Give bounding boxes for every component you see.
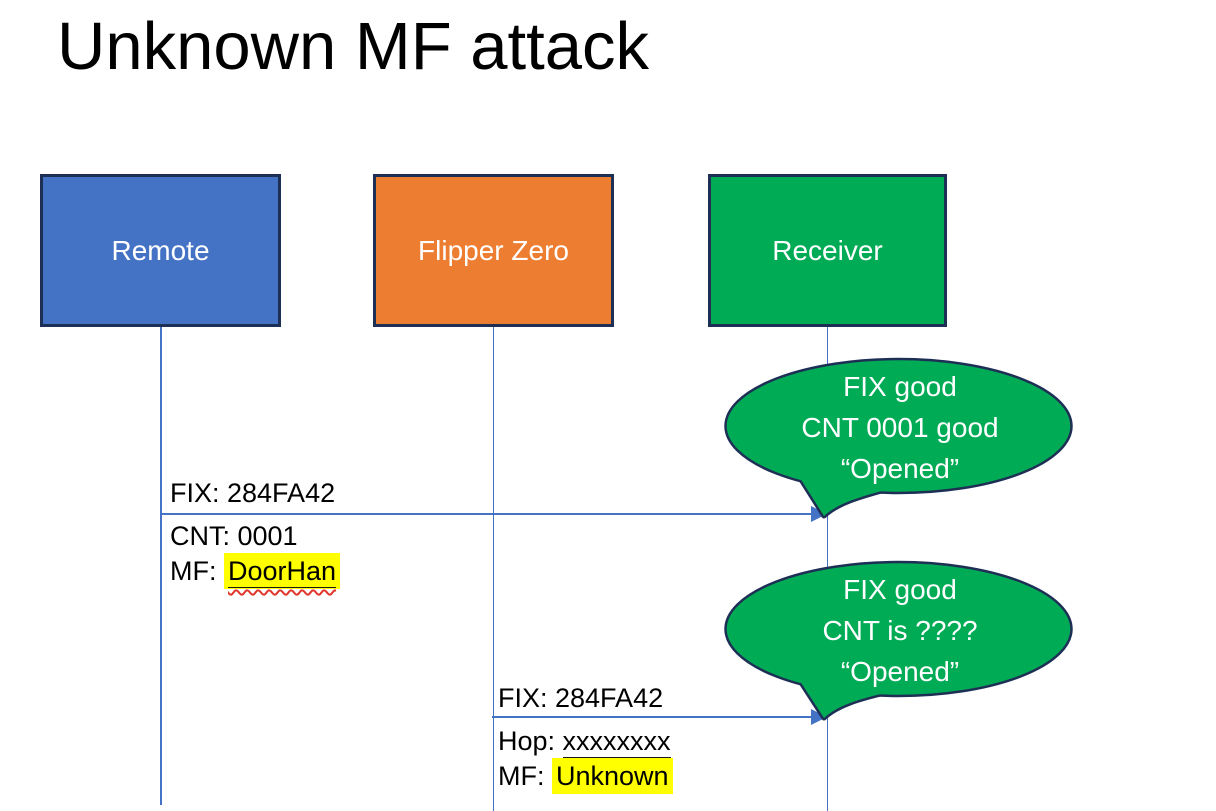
actor-label-remote: Remote <box>111 234 210 266</box>
actor-label-flipper-zero: Flipper Zero <box>418 234 569 266</box>
actor-box-remote: Remote <box>40 174 281 327</box>
message2-fix-label: FIX: 284FA42 <box>498 683 664 713</box>
message1-mf-value-highlighted: DoorHan <box>224 553 341 589</box>
speech-bubble-ellipse <box>724 357 1073 495</box>
callout1-text: FIX good CNT 0001 good “Opened” <box>730 366 1070 489</box>
page-title: Unknown MF attack <box>57 9 650 84</box>
callout2-line3: “Opened” <box>840 656 960 687</box>
message2-hop-label: Hop: xxxxxxxx <box>498 725 671 758</box>
speech-bubble-ellipse <box>724 560 1073 698</box>
callout2-line1: FIX good <box>843 574 957 605</box>
message1-cnt-label: CNT: 0001 <box>170 521 298 551</box>
message2-hop-prefix: Hop: <box>498 726 563 756</box>
message2-hop-value: xxxxxxxx <box>562 726 671 758</box>
message2-mf-label: MF: Unknown <box>498 758 673 794</box>
message1-arrow-line <box>160 513 812 515</box>
actor-box-receiver: Receiver <box>708 174 947 327</box>
callout2-line2: CNT is ???? <box>822 615 978 646</box>
message1-mf-prefix: MF: <box>170 556 224 586</box>
lifeline-flipper-zero <box>492 327 494 811</box>
speech-bubble-tail-fill <box>800 681 885 718</box>
actor-box-flipper-zero: Flipper Zero <box>373 174 614 327</box>
speech-bubble-1 <box>724 357 1073 519</box>
actor-label-receiver: Receiver <box>772 234 883 266</box>
speech-bubble-tail-fill <box>800 478 885 516</box>
message2-mf-value-highlighted: Unknown <box>552 758 673 794</box>
callout1-line2: CNT 0001 good <box>801 412 999 443</box>
lifeline-remote <box>160 327 162 805</box>
callout1-line1: FIX good <box>843 371 957 402</box>
callout2-text: FIX good CNT is ???? “Opened” <box>730 569 1070 692</box>
callout1-line3: “Opened” <box>840 453 960 484</box>
message2-mf-prefix: MF: <box>498 761 552 791</box>
speech-bubble-2 <box>724 560 1073 721</box>
message2-arrow-line <box>492 716 812 718</box>
message1-mf-label: MF: DoorHan <box>170 553 341 589</box>
message1-fix-label: FIX: 284FA42 <box>170 478 336 508</box>
